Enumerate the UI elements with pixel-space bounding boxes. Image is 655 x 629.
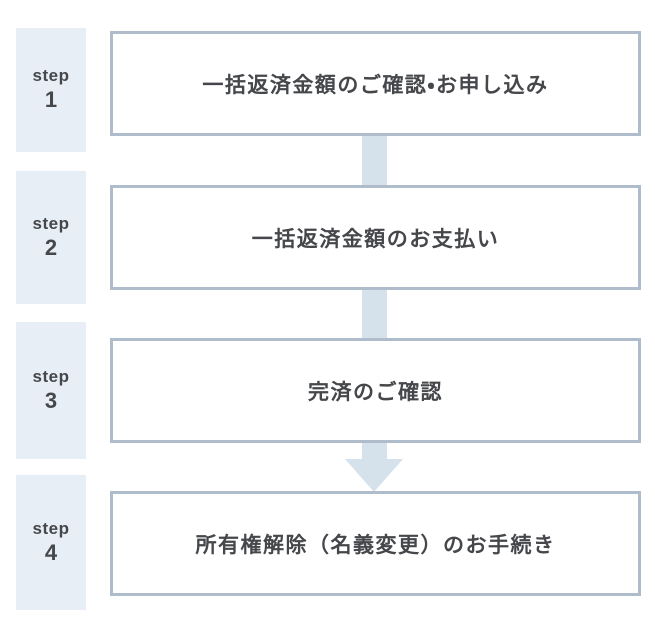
step-word: step — [32, 366, 70, 386]
connector-bar-step2-step3 — [362, 286, 387, 341]
step-title: 一括返済金額のご確認・お申し込み — [202, 73, 549, 97]
step-number: 1 — [44, 87, 58, 113]
step-word: step — [32, 518, 70, 538]
connector-bar-step1-step2 — [362, 134, 387, 188]
step-box-1: 一括返済金額のご確認・お申し込み — [110, 31, 641, 136]
arrow-down-stem — [362, 440, 387, 461]
step-box-2: 一括返済金額のお支払い — [110, 185, 641, 290]
step-title: 一括返済金額のお支払い — [251, 227, 500, 251]
step-number: 3 — [44, 387, 58, 413]
step-box-4: 所有権解除（名義変更）のお手続き — [110, 491, 641, 596]
step-number: 4 — [44, 539, 58, 565]
step-badge-2: step 2 — [16, 171, 86, 304]
step-badge-3: step 3 — [16, 322, 86, 459]
step-box-3: 完済のご確認 — [110, 338, 641, 443]
step-badge-1: step 1 — [16, 28, 86, 152]
step-badge-4: step 4 — [16, 475, 86, 610]
step-word: step — [32, 66, 70, 86]
step-word: step — [32, 213, 70, 233]
arrow-down-icon — [345, 459, 403, 492]
step-title: 所有権解除（名義変更）のお手続き — [195, 533, 556, 557]
step-number: 2 — [44, 234, 58, 260]
step-title: 完済のご確認 — [308, 380, 443, 404]
